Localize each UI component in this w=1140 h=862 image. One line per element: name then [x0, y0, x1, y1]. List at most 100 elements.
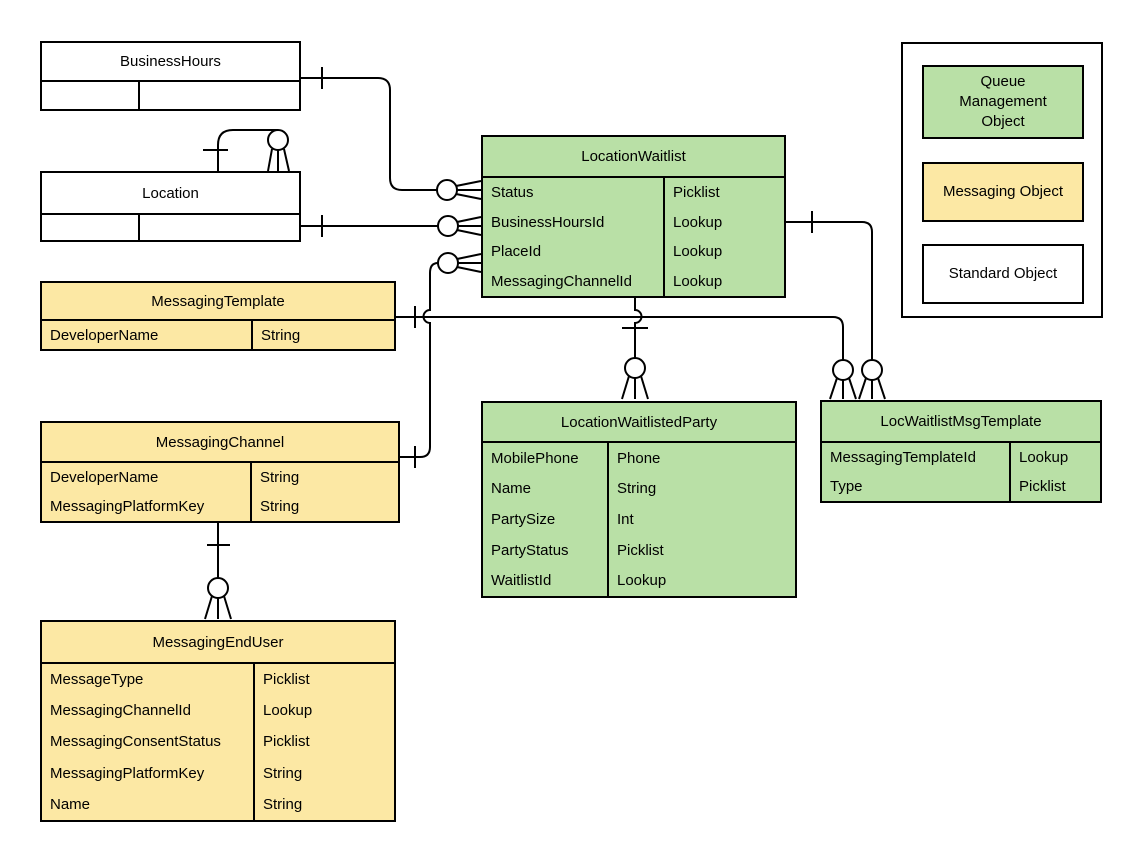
field-name: Status: [491, 184, 534, 202]
field-row: Status Picklist: [483, 178, 784, 208]
field-name: PartyStatus: [491, 541, 569, 559]
field-row: MessagingConsentStatus Picklist: [42, 726, 394, 758]
field-type: Picklist: [253, 664, 394, 696]
field-name: WaitlistId: [491, 572, 552, 590]
entity-locwaitlistmsgtemplate: LocWaitlistMsgTemplate MessagingTemplate…: [820, 400, 1102, 503]
zero-circle: [832, 359, 854, 381]
crow-foot: [267, 148, 290, 172]
field-type: Lookup: [1009, 443, 1100, 472]
legend-label: Messaging Object: [942, 182, 1064, 200]
connector-messagingchannel-messagingenduser: [204, 523, 232, 620]
field-row: MessagingChannelId Lookup: [42, 695, 394, 727]
field-name: MessagingConsentStatus: [50, 733, 221, 751]
field-type: Lookup: [253, 695, 394, 727]
zero-circle: [437, 252, 459, 274]
field-row: PartyStatus Picklist: [483, 534, 795, 566]
relationship-line: [217, 129, 278, 171]
legend-label: Queue Management Object: [959, 72, 1047, 131]
field-type: String: [253, 757, 394, 789]
legend-item-standard-object: Standard Object: [922, 244, 1084, 304]
zero-circle: [267, 129, 289, 151]
field-name: Type: [830, 478, 863, 495]
field-row: MessagingTemplateId Lookup: [822, 443, 1100, 472]
field-type: Lookup: [663, 266, 784, 296]
field-row: MessageType Picklist: [42, 664, 394, 696]
field-type: Lookup: [663, 237, 784, 267]
entity-rows: [42, 80, 299, 109]
field-row: [42, 82, 299, 109]
field-row: Name String: [483, 473, 795, 505]
legend-label: Standard Object: [948, 264, 1058, 282]
connector-messagingchannel-locationwaitlist: [398, 252, 482, 468]
field-type: Lookup: [607, 565, 795, 596]
field-name: MessagingChannelId: [491, 272, 632, 290]
zero-circle: [861, 359, 883, 381]
entity-title: Location: [142, 184, 199, 202]
entity-location: Location: [40, 171, 301, 242]
connector-location-locationwaitlist: [301, 215, 482, 237]
field-row: DeveloperName String: [42, 463, 398, 492]
legend-item-messaging-object: Messaging Object: [922, 162, 1084, 222]
field-name: BusinessHoursId: [491, 213, 605, 231]
legend-item-queue-management-object: Queue Management Object: [922, 65, 1084, 139]
field-row: MessagingChannelId Lookup: [483, 266, 784, 296]
field-row: PlaceId Lookup: [483, 237, 784, 267]
field-name: [42, 82, 138, 109]
crow-foot: [456, 253, 482, 273]
field-row: WaitlistId Lookup: [483, 565, 795, 596]
field-name: MessagingTemplateId: [830, 449, 976, 466]
relationship-line: [396, 316, 844, 360]
crow-foot: [456, 216, 482, 236]
entity-title: MessagingTemplate: [151, 292, 285, 310]
entity-title: BusinessHours: [120, 53, 221, 70]
field-name: MessagingChannelId: [50, 702, 191, 720]
connector-location-self: [203, 129, 290, 172]
crow-foot: [621, 375, 649, 400]
entity-title: LocationWaitlist: [581, 148, 686, 165]
relationship-line: [398, 262, 439, 458]
entity-title: LocationWaitlistedParty: [560, 413, 718, 431]
field-name: DeveloperName: [50, 469, 159, 486]
connector-businesshours-locationwaitlist: [301, 67, 482, 201]
zero-circle: [207, 577, 229, 599]
field-name: Name: [491, 480, 532, 498]
field-name: MessageType: [50, 671, 144, 689]
field-row: [42, 215, 299, 240]
field-type: [138, 82, 299, 109]
connector-messagingtemplate-locwaitlistmsgtemplate: [396, 306, 857, 400]
field-type: Picklist: [607, 534, 795, 566]
crow-foot: [204, 595, 232, 620]
field-type: Picklist: [663, 178, 784, 208]
entity-title: LocWaitlistMsgTemplate: [880, 413, 1042, 430]
zero-circle: [437, 215, 459, 237]
relationship-line: [634, 298, 643, 358]
entity-businesshours: BusinessHours: [40, 41, 301, 111]
entity-title: MessagingEndUser: [152, 633, 284, 651]
connector-locationwaitlist-locwaitlistmsgtemplate: [786, 211, 886, 400]
field-name: PlaceId: [491, 243, 542, 261]
field-type: Picklist: [253, 726, 394, 758]
field-name: PartySize: [491, 510, 556, 528]
field-type: String: [250, 463, 398, 492]
relationship-line: [786, 221, 873, 360]
legend: Queue Management Object Messaging Object…: [901, 42, 1103, 318]
crow-foot: [455, 180, 482, 200]
field-name: MessagingPlatformKey: [50, 498, 205, 515]
field-type: String: [607, 473, 795, 505]
entity-title: MessagingChannel: [155, 433, 285, 451]
